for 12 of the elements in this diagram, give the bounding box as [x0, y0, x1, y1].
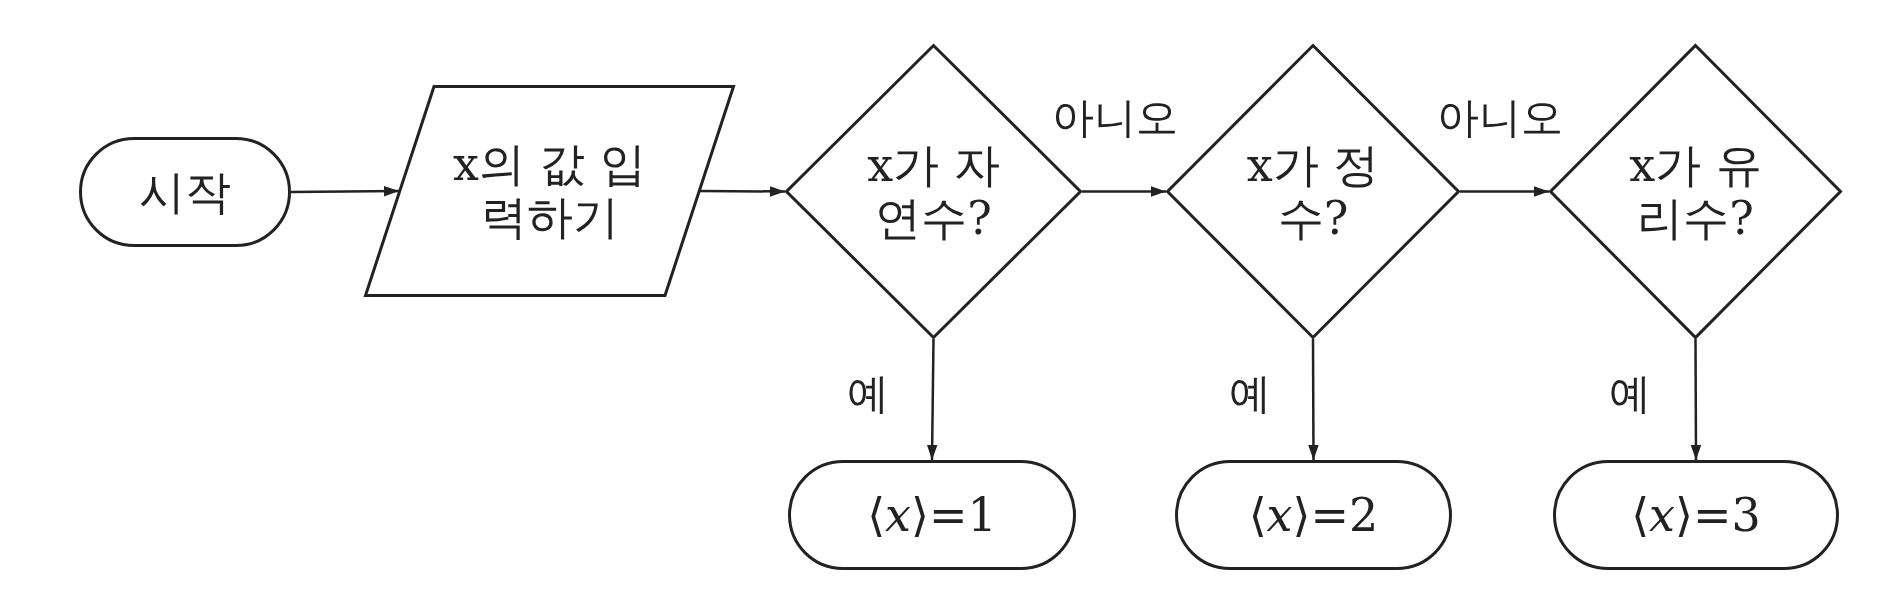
arrow [700, 186, 785, 197]
terminal-box: ⟨x⟩=3 [1553, 460, 1839, 570]
arrow [926, 339, 938, 460]
arrow [1082, 186, 1166, 197]
arrow [291, 185, 399, 197]
arrow [1690, 339, 1702, 460]
terminal-box: ⟨x⟩=1 [788, 460, 1076, 570]
arrow [1308, 339, 1319, 460]
terminal-box: ⟨x⟩=2 [1175, 460, 1452, 570]
input-parallelogram: x의 값 입력하기 [364, 85, 735, 297]
terminal-box: 시작 [79, 137, 291, 247]
arrow [1460, 186, 1549, 197]
